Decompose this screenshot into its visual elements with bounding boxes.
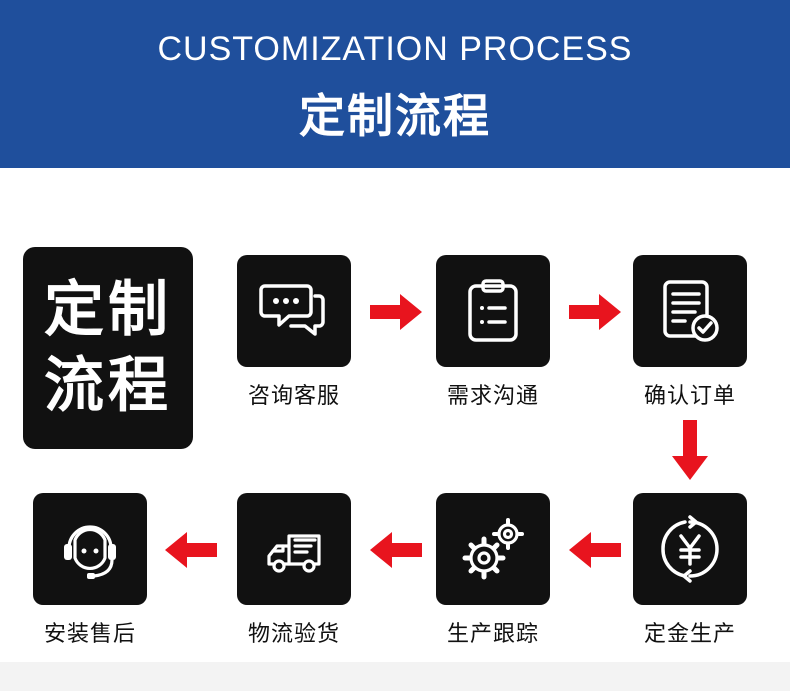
chat-bubbles-icon bbox=[259, 284, 325, 336]
order-confirm-icon bbox=[663, 280, 719, 342]
arrow-right-icon bbox=[370, 294, 422, 330]
step-label-deposit-production: 定金生产 bbox=[643, 622, 736, 647]
step-tile-deposit-production bbox=[633, 493, 747, 605]
footer-strip bbox=[0, 662, 790, 691]
side-title-block: 定制 流程 bbox=[23, 247, 193, 449]
step-tile-consult bbox=[237, 255, 351, 367]
side-title-line-1: 定制 bbox=[44, 275, 172, 345]
step-label-requirements: 需求沟通 bbox=[446, 384, 539, 409]
arrow-left-icon bbox=[165, 532, 217, 568]
step-label-production-tracking: 生产跟踪 bbox=[446, 622, 539, 647]
delivery-truck-icon bbox=[267, 534, 321, 573]
clipboard-icon bbox=[468, 279, 518, 342]
step-tile-logistics bbox=[237, 493, 351, 605]
side-title-line-2: 流程 bbox=[44, 351, 172, 421]
step-label-logistics: 物流验货 bbox=[247, 622, 340, 647]
arrow-right-icon bbox=[569, 294, 621, 330]
yen-deposit-icon bbox=[661, 515, 719, 583]
step-tile-confirm-order bbox=[633, 255, 747, 367]
step-tile-production-tracking bbox=[436, 493, 550, 605]
arrow-left-icon bbox=[569, 532, 621, 568]
headset-support-icon bbox=[64, 525, 116, 579]
arrow-down-icon bbox=[672, 420, 708, 480]
step-label-confirm-order: 确认订单 bbox=[643, 384, 736, 409]
step-label-after-sales: 安装售后 bbox=[43, 622, 136, 647]
header-title-zh: 定制流程 bbox=[299, 89, 491, 143]
gears-icon bbox=[462, 518, 524, 580]
arrow-left-icon bbox=[370, 532, 422, 568]
step-tile-requirements bbox=[436, 255, 550, 367]
step-tile-after-sales bbox=[33, 493, 147, 605]
header-banner: CUSTOMIZATION PROCESS 定制流程 bbox=[0, 0, 790, 168]
step-label-consult: 咨询客服 bbox=[247, 384, 340, 409]
header-title-en: CUSTOMIZATION PROCESS bbox=[157, 30, 633, 68]
